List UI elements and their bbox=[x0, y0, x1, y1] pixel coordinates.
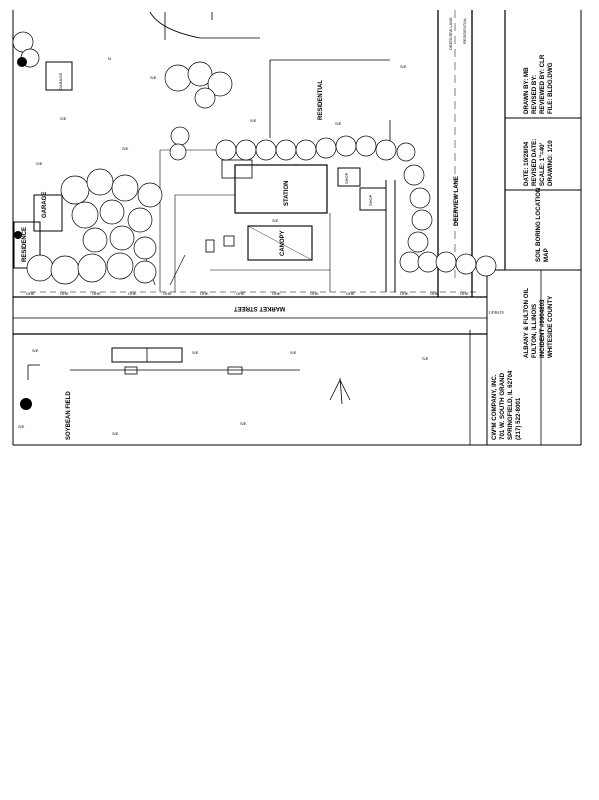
svg-text:OHE: OHE bbox=[460, 291, 469, 296]
garage-building bbox=[33, 61, 73, 232]
svg-text:S/E: S/E bbox=[422, 356, 429, 361]
svg-text:OHE: OHE bbox=[163, 291, 172, 296]
field-features bbox=[27, 330, 471, 445]
title-block-company: CW³M COMPANY, INC. 701 W. SOUTH GRAND SP… bbox=[491, 370, 522, 440]
svg-text:S/E: S/E bbox=[122, 146, 129, 151]
canopy-structure bbox=[205, 225, 313, 261]
svg-text:S/E: S/E bbox=[32, 348, 39, 353]
label-shop-1: SHOP bbox=[344, 172, 349, 184]
drawing-frame bbox=[12, 10, 582, 446]
svg-text:S/E: S/E bbox=[36, 161, 43, 166]
client-line-4: WHITESIDE COUNTY bbox=[547, 295, 554, 358]
shop-structures bbox=[337, 167, 396, 292]
svg-text:OHE: OHE bbox=[128, 291, 137, 296]
svg-text:OHE: OHE bbox=[92, 291, 101, 296]
label-station: STATION bbox=[284, 181, 290, 206]
title-block-map-title: SOIL BORING LOCATION MAP bbox=[535, 187, 550, 262]
company-line-2: 701 W. SOUTH GRAND bbox=[499, 372, 506, 440]
svg-text:OHE: OHE bbox=[236, 291, 245, 296]
label-garage: GARAGE bbox=[42, 192, 48, 218]
deerview-lane-road bbox=[437, 10, 473, 297]
label-deerview-lane-2: DEERVIEW LANE bbox=[448, 17, 453, 50]
svg-text:S/E: S/E bbox=[335, 121, 342, 126]
svg-text:OHE: OHE bbox=[400, 291, 409, 296]
label-canopy: CANOPY bbox=[280, 230, 286, 256]
map-title-line-2: MAP bbox=[543, 248, 550, 262]
dates-line-2: REVISED DATE: bbox=[531, 139, 538, 186]
credits-line-3: REVIEWED BY: CLR bbox=[539, 54, 546, 114]
map-title-line-1: SOIL BORING LOCATION bbox=[535, 187, 542, 262]
label-soybean-field: SOYBEAN FIELD bbox=[66, 391, 72, 440]
svg-text:S/E: S/E bbox=[272, 218, 279, 223]
title-block-dates: DATE: 10/28/04 REVISED DATE: SCALE: 1"=4… bbox=[523, 139, 554, 186]
title-block-client: ALBANY & FULTON OIL FULTON, ILLINOIS INC… bbox=[523, 288, 554, 358]
boring-marker-north bbox=[17, 57, 27, 67]
client-line-1: ALBANY & FULTON OIL bbox=[523, 288, 530, 358]
svg-text:OHE: OHE bbox=[346, 291, 355, 296]
company-line-3: SPRINGFIELD, IL 62704 bbox=[507, 370, 514, 440]
client-line-3: INCIDENT #9904803 bbox=[539, 299, 546, 358]
label-residential-2: RESIDENTIAL bbox=[462, 17, 467, 44]
svg-text:OHE: OHE bbox=[60, 291, 69, 296]
svg-text:OHE: OHE bbox=[200, 291, 209, 296]
credits-line-2: REVISED BY: bbox=[531, 75, 538, 114]
svg-text:S/E: S/E bbox=[250, 118, 257, 123]
label-market-street: MARKET STREET bbox=[234, 305, 285, 311]
company-line-4: (217) 522-8001 bbox=[515, 397, 522, 440]
label-deerview-lane-1: DEERVIEW LANE bbox=[454, 176, 460, 226]
soil-boring-markers bbox=[14, 57, 32, 410]
title-block-frame bbox=[486, 10, 581, 445]
dates-line-3: SCALE: 1"=40' bbox=[539, 142, 546, 186]
label-shop-2: SHOP bbox=[368, 194, 373, 206]
station-building bbox=[221, 159, 328, 214]
svg-text:S/E: S/E bbox=[240, 421, 247, 426]
credits-line-1: DRAWN BY: MB bbox=[523, 67, 530, 114]
svg-text:S/E: S/E bbox=[18, 424, 25, 429]
client-line-2: FULTON, ILLINOIS bbox=[531, 304, 538, 358]
svg-text:S/E: S/E bbox=[400, 64, 407, 69]
svg-text:OHE: OHE bbox=[272, 291, 281, 296]
svg-text:OHE: OHE bbox=[310, 291, 319, 296]
label-garage-small: GARAGE bbox=[58, 73, 63, 90]
svg-text:S/E: S/E bbox=[290, 350, 297, 355]
svg-text:OHE: OHE bbox=[430, 291, 439, 296]
market-street-road bbox=[13, 291, 487, 335]
svg-text:S/E: S/E bbox=[192, 350, 199, 355]
svg-text:S/E: S/E bbox=[150, 75, 157, 80]
utility-line-labels: OHE OHE OHE OHE OHE OHE OHE OHE OHE OHE … bbox=[26, 291, 469, 296]
title-block-credits: DRAWN BY: MB REVISED BY: REVIEWED BY: CL… bbox=[523, 54, 554, 114]
label-residential-1: RESIDENTIAL bbox=[318, 80, 324, 120]
company-line-1: CW³M COMPANY, INC. bbox=[491, 374, 498, 440]
small-markings: N S/E S/E S/E S/E S/E S/E S/E S/E S/E S/… bbox=[18, 56, 429, 436]
dates-line-4: DRAWING: 1/10 bbox=[547, 140, 554, 186]
map-labels: GARAGE GARAGE RESIDENCE RESIDENTIAL RESI… bbox=[22, 17, 504, 440]
svg-text:OHE: OHE bbox=[26, 291, 35, 296]
tree-clusters bbox=[12, 31, 497, 285]
label-residence: RESIDENCE bbox=[22, 227, 28, 262]
svg-text:S/E: S/E bbox=[60, 116, 67, 121]
svg-text:S/E: S/E bbox=[112, 431, 119, 436]
boring-marker-south bbox=[20, 398, 32, 410]
dates-line-1: DATE: 10/28/04 bbox=[523, 141, 530, 186]
label-street-stub: STREET bbox=[488, 310, 504, 315]
credits-line-4: FILE: BLDG.DWG bbox=[547, 62, 554, 114]
svg-text:N: N bbox=[108, 56, 111, 61]
